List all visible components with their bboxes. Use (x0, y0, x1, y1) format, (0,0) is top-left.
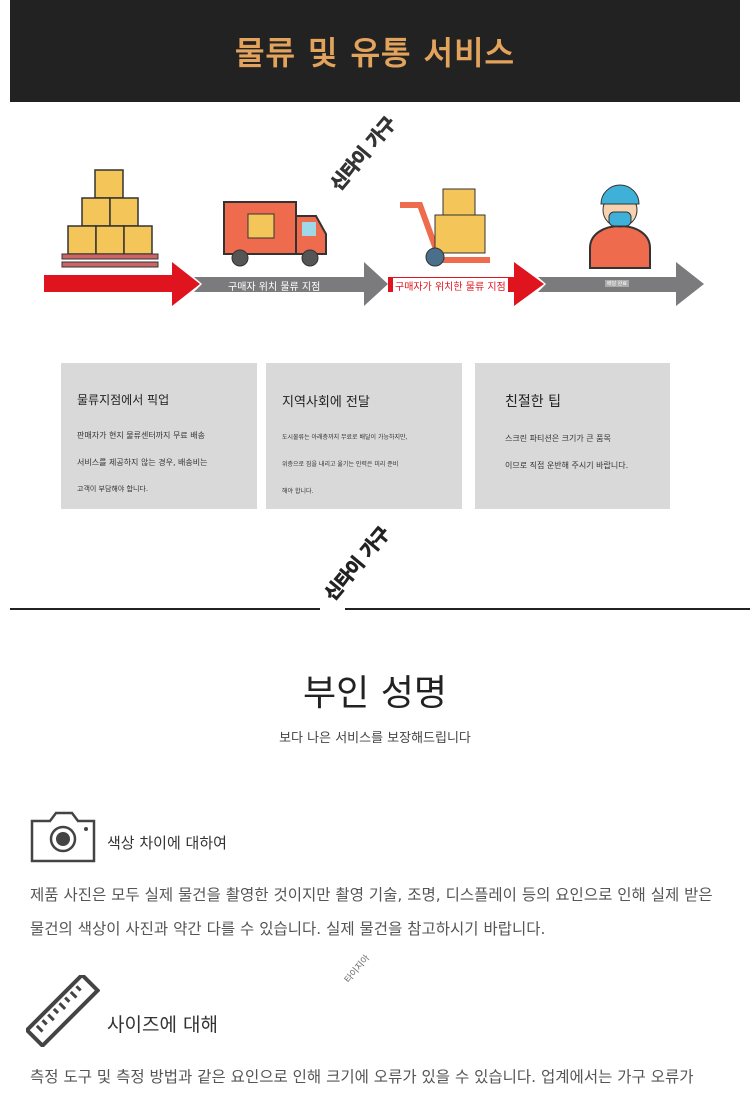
card-text: 해야 합니다. (282, 488, 314, 495)
flow-step-label: 구매자 위치 물류 지점 (228, 282, 321, 293)
watermark: 신타이 가구 (327, 113, 401, 196)
boxes-pallet-icon (61, 169, 159, 268)
disclaimer-title: 부인 성명 (303, 673, 447, 714)
section-heading: 색상 차이에 대하여 (107, 834, 227, 852)
watermark: 타이지아 (343, 953, 373, 986)
card-title: 지역사회에 전달 (282, 395, 370, 410)
watermark: 신타이 가구 (321, 523, 395, 606)
section-text: 측정 도구 및 측정 방법과 같은 요인으로 인해 크기에 오류가 있을 수 있… (30, 1068, 694, 1086)
card-text: 고객이 부담해야 합니다. (77, 485, 149, 493)
flow-step-label: 구매자가 위치한 물류 지점 (393, 278, 508, 293)
page-title: 물류 및 유통 서비스 (235, 34, 515, 72)
section-heading: 사이즈에 대해 (107, 1014, 218, 1036)
card-text: 서비스를 제공하지 않는 경우, 배송비는 (77, 458, 208, 467)
ruler-icon (26, 975, 100, 1047)
card-text: 이므로 직접 운반해 주시기 바랍니다. (505, 461, 629, 470)
truck-icon (223, 201, 327, 267)
divider (10, 608, 320, 610)
hand-truck-icon (400, 188, 490, 267)
section-text: 제품 사진은 모두 실제 물건을 촬영한 것이지만 촬영 기술, 조명, 디스플… (30, 886, 713, 938)
card-text: 위층으로 짐을 내리고 옮기는 인력은 미리 준비 (282, 461, 399, 468)
card-text: 판매자가 현지 물류센터까지 무료 배송 (77, 431, 205, 440)
disclaimer-subtitle: 보다 나은 서비스를 보장해드립니다 (279, 731, 471, 746)
camera-icon (30, 811, 96, 863)
card-text: 스크린 파티션은 크기가 큰 품목 (505, 434, 611, 443)
page-header: 물류 및 유통 서비스 (10, 0, 740, 102)
flow-step-label: 배달 완료 (605, 280, 629, 287)
info-card: 지역사회에 전달 도시물류는 아래층까지 무료로 배달이 가능하지만, 위층으로 … (266, 363, 462, 509)
card-title: 친절한 팁 (505, 394, 561, 410)
delivery-person-icon (589, 184, 651, 269)
divider (345, 608, 750, 610)
card-text: 도시물류는 아래층까지 무료로 배달이 가능하지만, (282, 434, 408, 441)
card-title: 물류지점에서 픽업 (77, 393, 170, 407)
